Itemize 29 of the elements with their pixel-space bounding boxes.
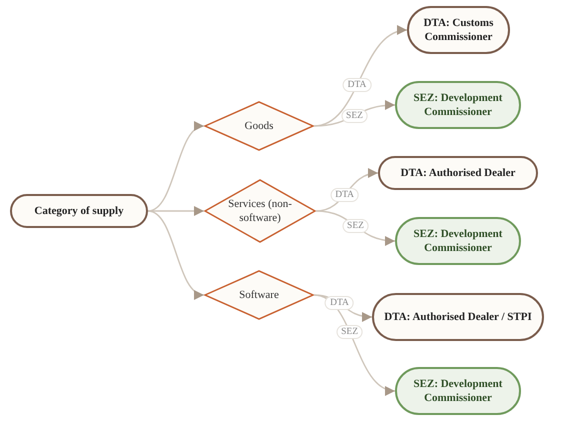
node-label: DTA: Authorised Dealer (400, 166, 516, 180)
node-label: Software (239, 288, 279, 302)
terminal-box (10, 194, 148, 228)
node-label: SEZ: Development Commissioner (412, 91, 504, 119)
arrow (148, 210, 204, 298)
node-label: Category of supply (34, 204, 124, 218)
node-label: Services (non-software) (227, 197, 293, 225)
node-label: DTA: Authorised Dealer / STPI (384, 310, 532, 324)
edge-label: DTA (342, 78, 372, 92)
edge-label: SEZ (341, 108, 368, 122)
edge-label: SEZ (342, 219, 369, 233)
node-label: SEZ: Development Commissioner (412, 227, 504, 255)
terminal-box (372, 293, 544, 341)
edge-label: DTA (325, 296, 354, 310)
node-label: DTA: Customs Commissioner (422, 16, 494, 44)
decision-diamond (204, 179, 316, 243)
node-label: Goods (244, 119, 274, 133)
terminal-box (395, 81, 521, 129)
terminal-box (407, 6, 510, 54)
decision-diamond (204, 270, 314, 320)
terminal-box (395, 217, 521, 265)
node-label: SEZ: Development Commissioner (412, 377, 504, 405)
decision-diamond (204, 101, 314, 151)
edge-label: DTA (330, 188, 360, 202)
terminal-box (395, 367, 521, 415)
edge-label: SEZ (336, 324, 364, 339)
arrow (148, 124, 204, 212)
arrow (314, 26, 408, 127)
terminal-box (378, 156, 538, 190)
